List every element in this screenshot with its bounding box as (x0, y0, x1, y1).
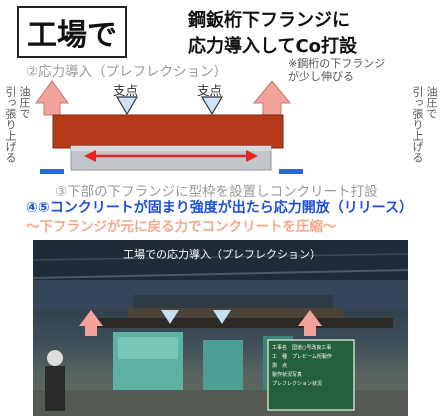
board-line-2: 工 種 プレビーム桁製作 (272, 354, 332, 360)
note-line-2: が少し伸びる (288, 70, 354, 83)
right-jack-label-col1: 油圧で (425, 86, 438, 119)
photo-signboard-text: 工事名 国道○号改良工事 工 種 プレビーム桁製作 測 点 製作状況写真 プレフ… (272, 344, 352, 389)
right-jack-label-col2: 引っ張り上げる (411, 86, 424, 163)
step45-label: ④⑤コンクリートが固まり強度が出たら応力開放（リリース） (26, 200, 414, 216)
support-left-label: 支点 (113, 83, 139, 98)
factory-photo-scene (33, 240, 408, 416)
board-line-3: 測 点 (272, 363, 288, 369)
factory-photo: 工場での応力導入（プレフレクション） 工事名 国道○号改良工事 工 種 プレビー… (33, 240, 408, 416)
steel-girder (52, 114, 284, 149)
girder-diagram (35, 80, 303, 174)
left-lift-arrow (35, 80, 69, 116)
step3-label: ③下部の下フランジに型枠を設置しコンクリート打設 (55, 184, 378, 200)
headline-line-2: 応力導入してCo打設 (188, 36, 358, 57)
tension-arrow-left-head (84, 150, 96, 162)
left-jack-label-col2: 引っ張り上げる (4, 86, 17, 163)
board-line-4: 製作状況写真 (272, 372, 303, 378)
right-lift-arrow (252, 80, 292, 116)
support-right-label: 支点 (197, 83, 223, 98)
location-label: 工場で (27, 18, 117, 53)
tension-arrow-right-head (246, 150, 258, 162)
step2-label: ②応力導入（プレフレクション） (26, 64, 228, 80)
location-label-box: 工場で (17, 6, 127, 58)
left-jack-label-col1: 油圧で (18, 86, 31, 119)
flange-highlight (71, 146, 271, 151)
left-blue-arrow (40, 169, 64, 174)
support-left-icon (115, 96, 139, 116)
photo-caption: 工場での応力導入（プレフレクション） (123, 248, 321, 261)
support-right-icon (200, 96, 224, 116)
right-jack-label: 油圧で 引っ張り上げる (411, 86, 438, 163)
compress-label: ～下フランジが元に戻る力でコンクリートを圧縮～ (26, 219, 337, 235)
board-line-5: プレフレクション状況 (272, 381, 323, 387)
headline-line-1: 鋼鈑桁下フランジに (188, 10, 350, 31)
left-jack-label: 油圧で 引っ張り上げる (4, 86, 31, 163)
board-line-1: 工事名 国道○号改良工事 (272, 345, 332, 351)
right-blue-arrow (279, 169, 303, 174)
note-line-1: ※鋼桁の下フランジ (288, 57, 386, 70)
